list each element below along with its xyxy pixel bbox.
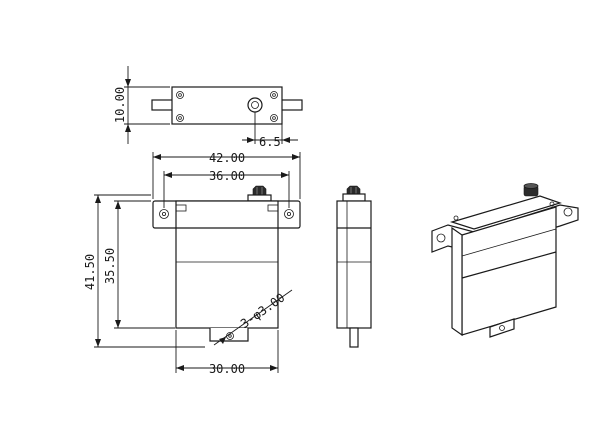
dim-label-overall-height: 41.50 bbox=[83, 254, 97, 290]
dim-label-body-height: 35.50 bbox=[103, 248, 117, 284]
front-view bbox=[94, 152, 301, 373]
dim-label-height: 10.00 bbox=[113, 87, 127, 123]
side-view bbox=[336, 185, 372, 348]
dim-label-body-width: 30.00 bbox=[209, 362, 245, 376]
top-view bbox=[124, 66, 303, 144]
isometric-view bbox=[431, 183, 579, 338]
dim-label-overall-length: 42.00 bbox=[209, 151, 245, 165]
dim-label-mount-spacing: 36.00 bbox=[209, 169, 245, 183]
dim-label-spline-offset: 6.5 bbox=[259, 135, 281, 149]
